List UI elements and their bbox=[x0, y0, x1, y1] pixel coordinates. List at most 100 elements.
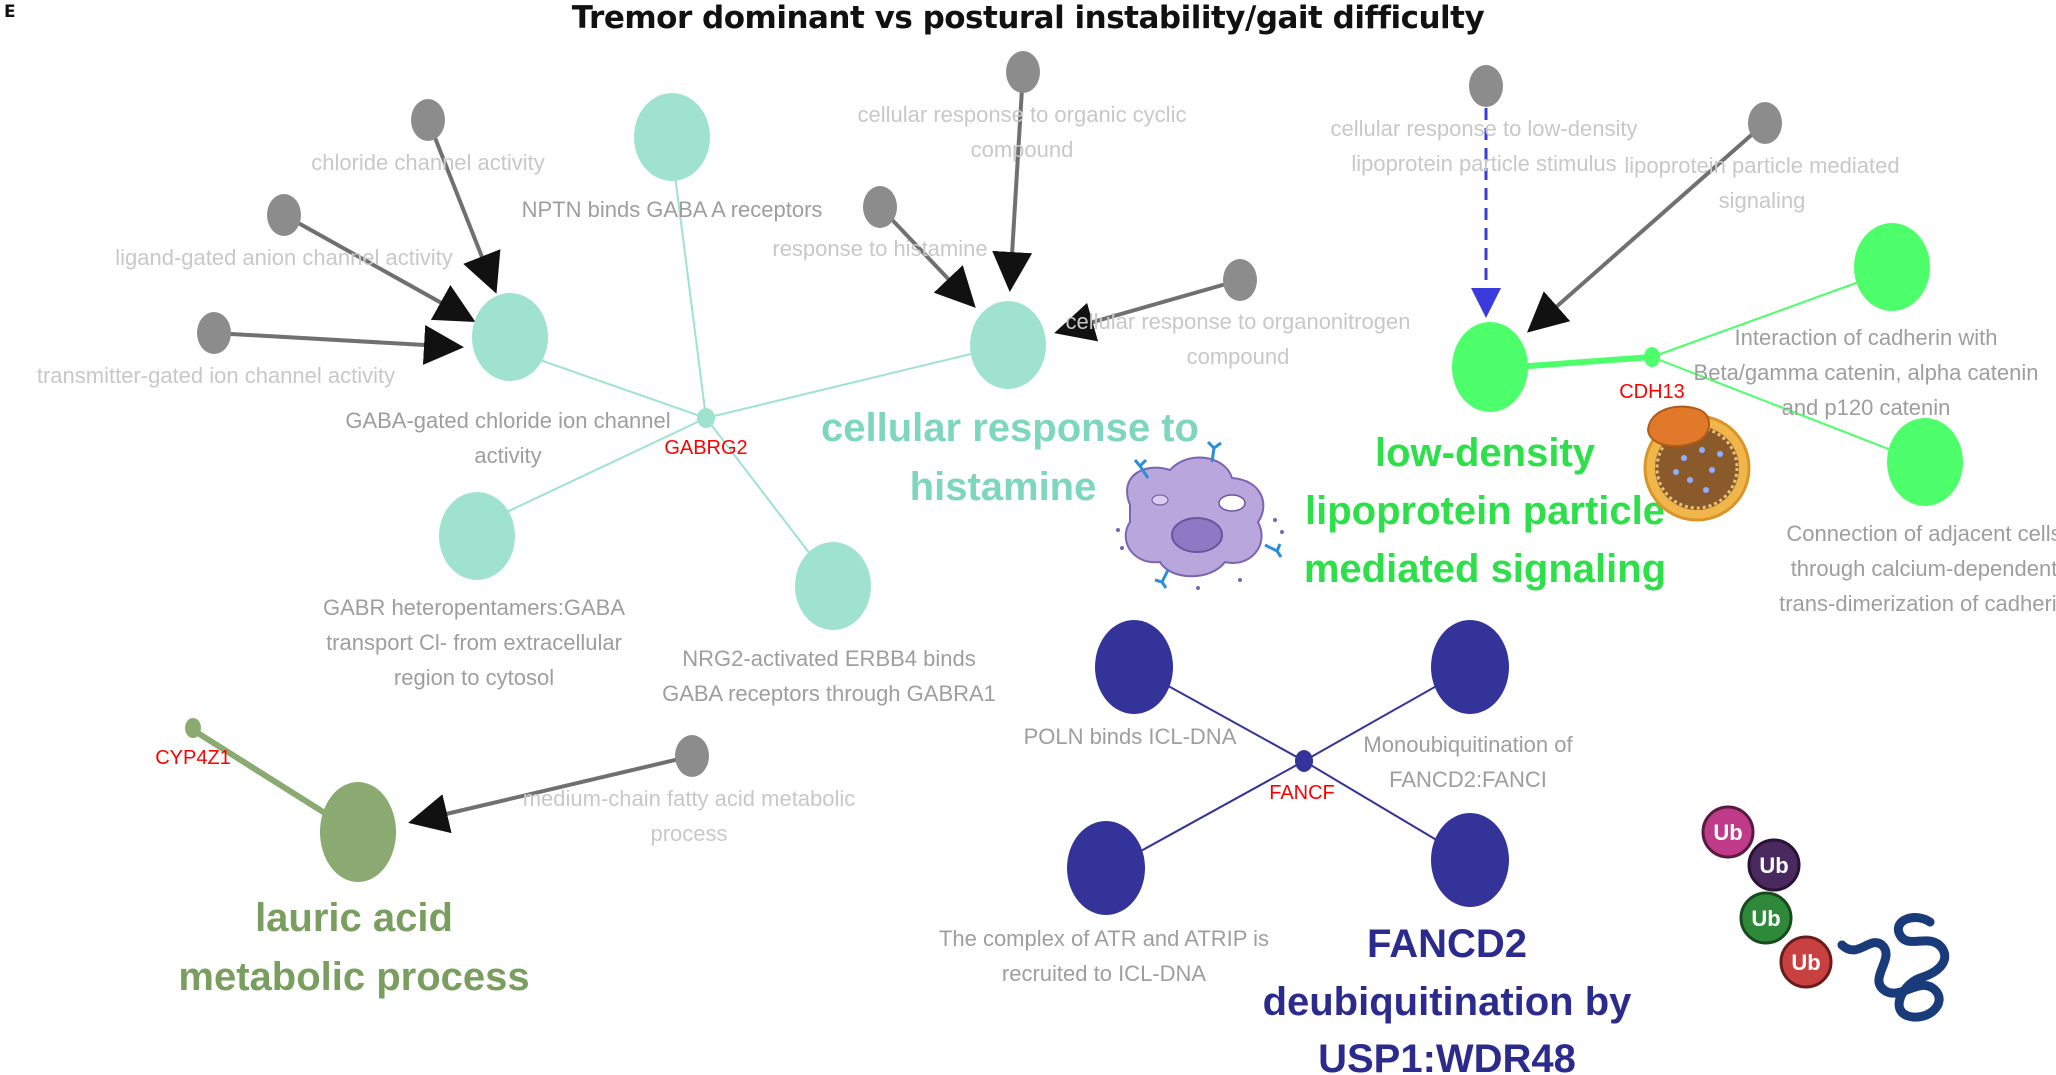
pathway-label: GABR heteropentamers:GABA bbox=[323, 595, 625, 620]
term-label: compound bbox=[1187, 344, 1290, 369]
edge-arrow bbox=[1054, 278, 1241, 342]
ubiquitin-chain-icon: Ub Ub Ub Ub bbox=[1701, 805, 1950, 1022]
figure-title: Tremor dominant vs postural instability/… bbox=[571, 0, 1485, 36]
edge bbox=[1109, 760, 1305, 869]
gene-label: FANCF bbox=[1269, 782, 1335, 804]
term-label: lipoprotein particle mediated bbox=[1624, 153, 1899, 178]
term-node bbox=[1469, 65, 1503, 107]
pathway-label: transport Cl- from extracellular bbox=[326, 630, 622, 655]
pathway-label: recruited to ICL-DNA bbox=[1002, 961, 1207, 986]
ub-tag bbox=[1739, 891, 1793, 945]
term-label: signaling bbox=[1719, 188, 1806, 213]
pathway-label: GABA receptors through GABRA1 bbox=[662, 681, 996, 706]
edge bbox=[705, 344, 1009, 419]
term-node bbox=[1006, 51, 1040, 93]
hub-label: FANCD2 bbox=[1367, 922, 1527, 966]
term-node bbox=[1223, 259, 1257, 301]
term-label: cellular response to low-density bbox=[1331, 116, 1638, 141]
pathway-node bbox=[795, 542, 871, 630]
pathway-node bbox=[1854, 223, 1930, 311]
gene-label: CYP4Z1 bbox=[155, 747, 231, 769]
edge bbox=[539, 359, 707, 419]
pathway-label: GABA-gated chloride ion channel bbox=[345, 408, 670, 433]
term-label: compound bbox=[971, 137, 1074, 162]
pathway-node bbox=[1431, 620, 1509, 714]
pathway-label: POLN binds ICL-DNA bbox=[1024, 724, 1237, 749]
edge-arrow bbox=[213, 324, 464, 365]
pathway-label: Monoubiquitination of bbox=[1363, 732, 1573, 757]
pathway-label: and p120 catenin bbox=[1782, 395, 1951, 420]
hub-label: mediated signaling bbox=[1304, 547, 1666, 591]
hub-node bbox=[970, 301, 1046, 389]
edge bbox=[1651, 356, 1923, 463]
pathway-label: through calcium-dependent bbox=[1791, 556, 2056, 581]
pathway-node bbox=[1067, 821, 1145, 915]
ub-tag-label: Ub bbox=[1713, 820, 1742, 845]
gene-label: GABRG2 bbox=[664, 437, 747, 459]
ub-tag-label: Ub bbox=[1751, 906, 1780, 931]
ub-tag bbox=[1779, 935, 1833, 989]
pathway-label: Interaction of cadherin with bbox=[1735, 325, 1998, 350]
hub-label: deubiquitination by bbox=[1263, 980, 1633, 1024]
lipoprotein-particle-icon bbox=[1643, 405, 1751, 522]
edge-arrow bbox=[878, 205, 976, 308]
pathway-label: FANCD2:FANCI bbox=[1389, 767, 1547, 792]
edge-arrow bbox=[992, 71, 1033, 292]
term-node bbox=[267, 194, 301, 236]
gene-node bbox=[697, 408, 715, 428]
term-label: cellular response to organonitrogen bbox=[1066, 309, 1411, 334]
panel-letter: E bbox=[4, 2, 16, 22]
pathway-label: Beta/gamma catenin, alpha catenin bbox=[1694, 360, 2039, 385]
hub-node bbox=[1431, 813, 1509, 907]
term-node bbox=[863, 186, 897, 228]
gene-node bbox=[185, 718, 201, 738]
hub-node bbox=[320, 782, 396, 882]
term-label: chloride channel activity bbox=[311, 150, 545, 175]
term-label: cellular response to organic cyclic bbox=[858, 102, 1187, 127]
pathway-label: NRG2-activated ERBB4 binds bbox=[682, 646, 975, 671]
gene-label: CDH13 bbox=[1619, 381, 1685, 403]
term-label: ligand-gated anion channel activity bbox=[115, 245, 453, 270]
cluster-lauric: CYP4Z1 medium-chain fatty acid metabolic… bbox=[155, 718, 855, 999]
hub-label: lipoprotein particle bbox=[1305, 489, 1665, 533]
cluster-ldl: cellular response to low-density lipopro… bbox=[1304, 65, 2056, 616]
edge bbox=[671, 151, 707, 419]
term-node bbox=[1748, 102, 1782, 144]
term-label: response to histamine bbox=[772, 236, 987, 261]
term-label: medium-chain fatty acid metabolic bbox=[523, 786, 856, 811]
ub-tag-label: Ub bbox=[1759, 853, 1788, 878]
edge-arrow bbox=[283, 213, 476, 322]
edge bbox=[476, 417, 707, 527]
pathway-node bbox=[1887, 418, 1963, 506]
gene-node bbox=[1644, 347, 1660, 367]
pathway-node bbox=[1095, 620, 1173, 714]
hub-node bbox=[1452, 322, 1528, 412]
term-label: transmitter-gated ion channel activity bbox=[37, 363, 395, 388]
hub-label: metabolic process bbox=[178, 955, 529, 999]
hub-label: lauric acid bbox=[255, 896, 453, 940]
pathway-node bbox=[634, 93, 710, 181]
pathway-node bbox=[439, 492, 515, 580]
hub-label: histamine bbox=[910, 465, 1097, 509]
pathway-label: activity bbox=[474, 443, 541, 468]
hub-label: low-density bbox=[1375, 431, 1596, 475]
term-node bbox=[411, 99, 445, 141]
cluster-histamine: chloride channel activity ligand-gated a… bbox=[37, 51, 1411, 706]
edge-arrow bbox=[408, 754, 693, 834]
pathway-label: NPTN binds GABA A receptors bbox=[522, 197, 823, 222]
hub-label: cellular response to bbox=[821, 406, 1199, 450]
term-label: lipoprotein particle stimulus bbox=[1351, 151, 1616, 176]
term-node bbox=[197, 312, 231, 354]
pathway-label: trans-dimerization of cadherin bbox=[1779, 591, 2056, 616]
pathway-label: Connection of adjacent cells bbox=[1786, 521, 2056, 546]
hub-label: USP1:WDR48 bbox=[1318, 1037, 1576, 1075]
ub-tag bbox=[1701, 805, 1755, 859]
pathway-label: region to cytosol bbox=[394, 665, 554, 690]
term-node bbox=[675, 735, 709, 777]
gene-node bbox=[1295, 750, 1313, 772]
pathway-label: The complex of ATR and ATRIP is bbox=[939, 926, 1269, 951]
ub-tag bbox=[1747, 838, 1801, 892]
pathway-node bbox=[472, 293, 548, 381]
